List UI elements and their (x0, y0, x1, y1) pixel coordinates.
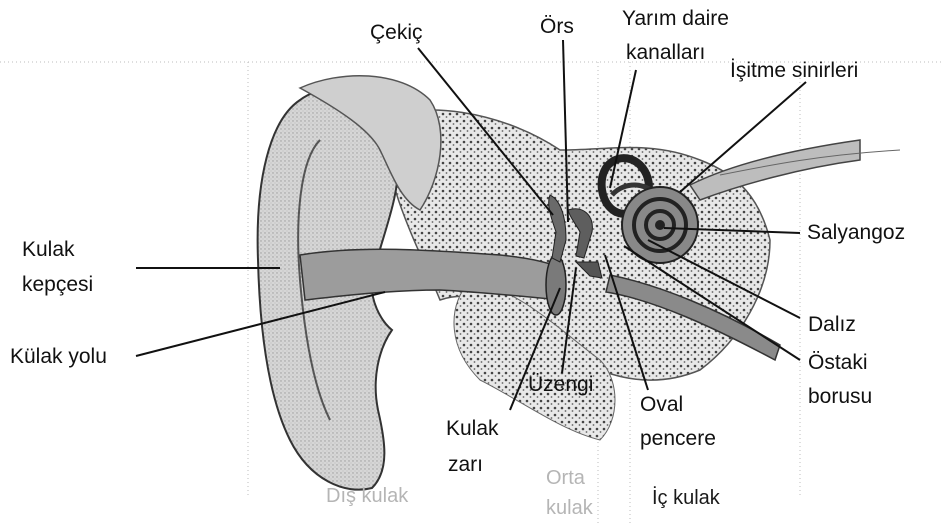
label-cekic: Çekiç (370, 20, 423, 45)
region-orta-kulak-line2: kulak (546, 496, 593, 520)
label-daliz: Dalız (808, 312, 856, 337)
region-dis-kulak: Dış kulak (326, 484, 408, 508)
label-oval-pencere-line1: Oval (640, 392, 683, 417)
label-uzengi: Üzengi (528, 372, 593, 397)
label-kulak-zari-line1: Kulak (446, 416, 499, 441)
label-ors: Örs (540, 14, 574, 39)
label-kulak-kepcesi-line2: kepçesi (22, 272, 93, 297)
label-kulak-yolu: Külak yolu (10, 344, 107, 369)
label-oval-pencere-line2: pencere (640, 426, 716, 451)
label-yarim-daire-line1: Yarım daire (622, 6, 729, 31)
region-ic-kulak: İç kulak (652, 486, 720, 510)
label-ostaki-line2: borusu (808, 384, 872, 409)
label-kulak-zari-line2: zarı (448, 452, 483, 477)
label-yarim-daire-line2: kanalları (626, 40, 705, 65)
label-isitme-sinirleri: İşitme sinirleri (730, 58, 858, 83)
region-orta-kulak-line1: Orta (546, 466, 585, 490)
label-salyangoz: Salyangoz (807, 220, 905, 245)
label-ostaki-line1: Östaki (808, 350, 868, 375)
eardrum (546, 255, 566, 315)
label-kulak-kepcesi-line1: Kulak (22, 237, 75, 262)
